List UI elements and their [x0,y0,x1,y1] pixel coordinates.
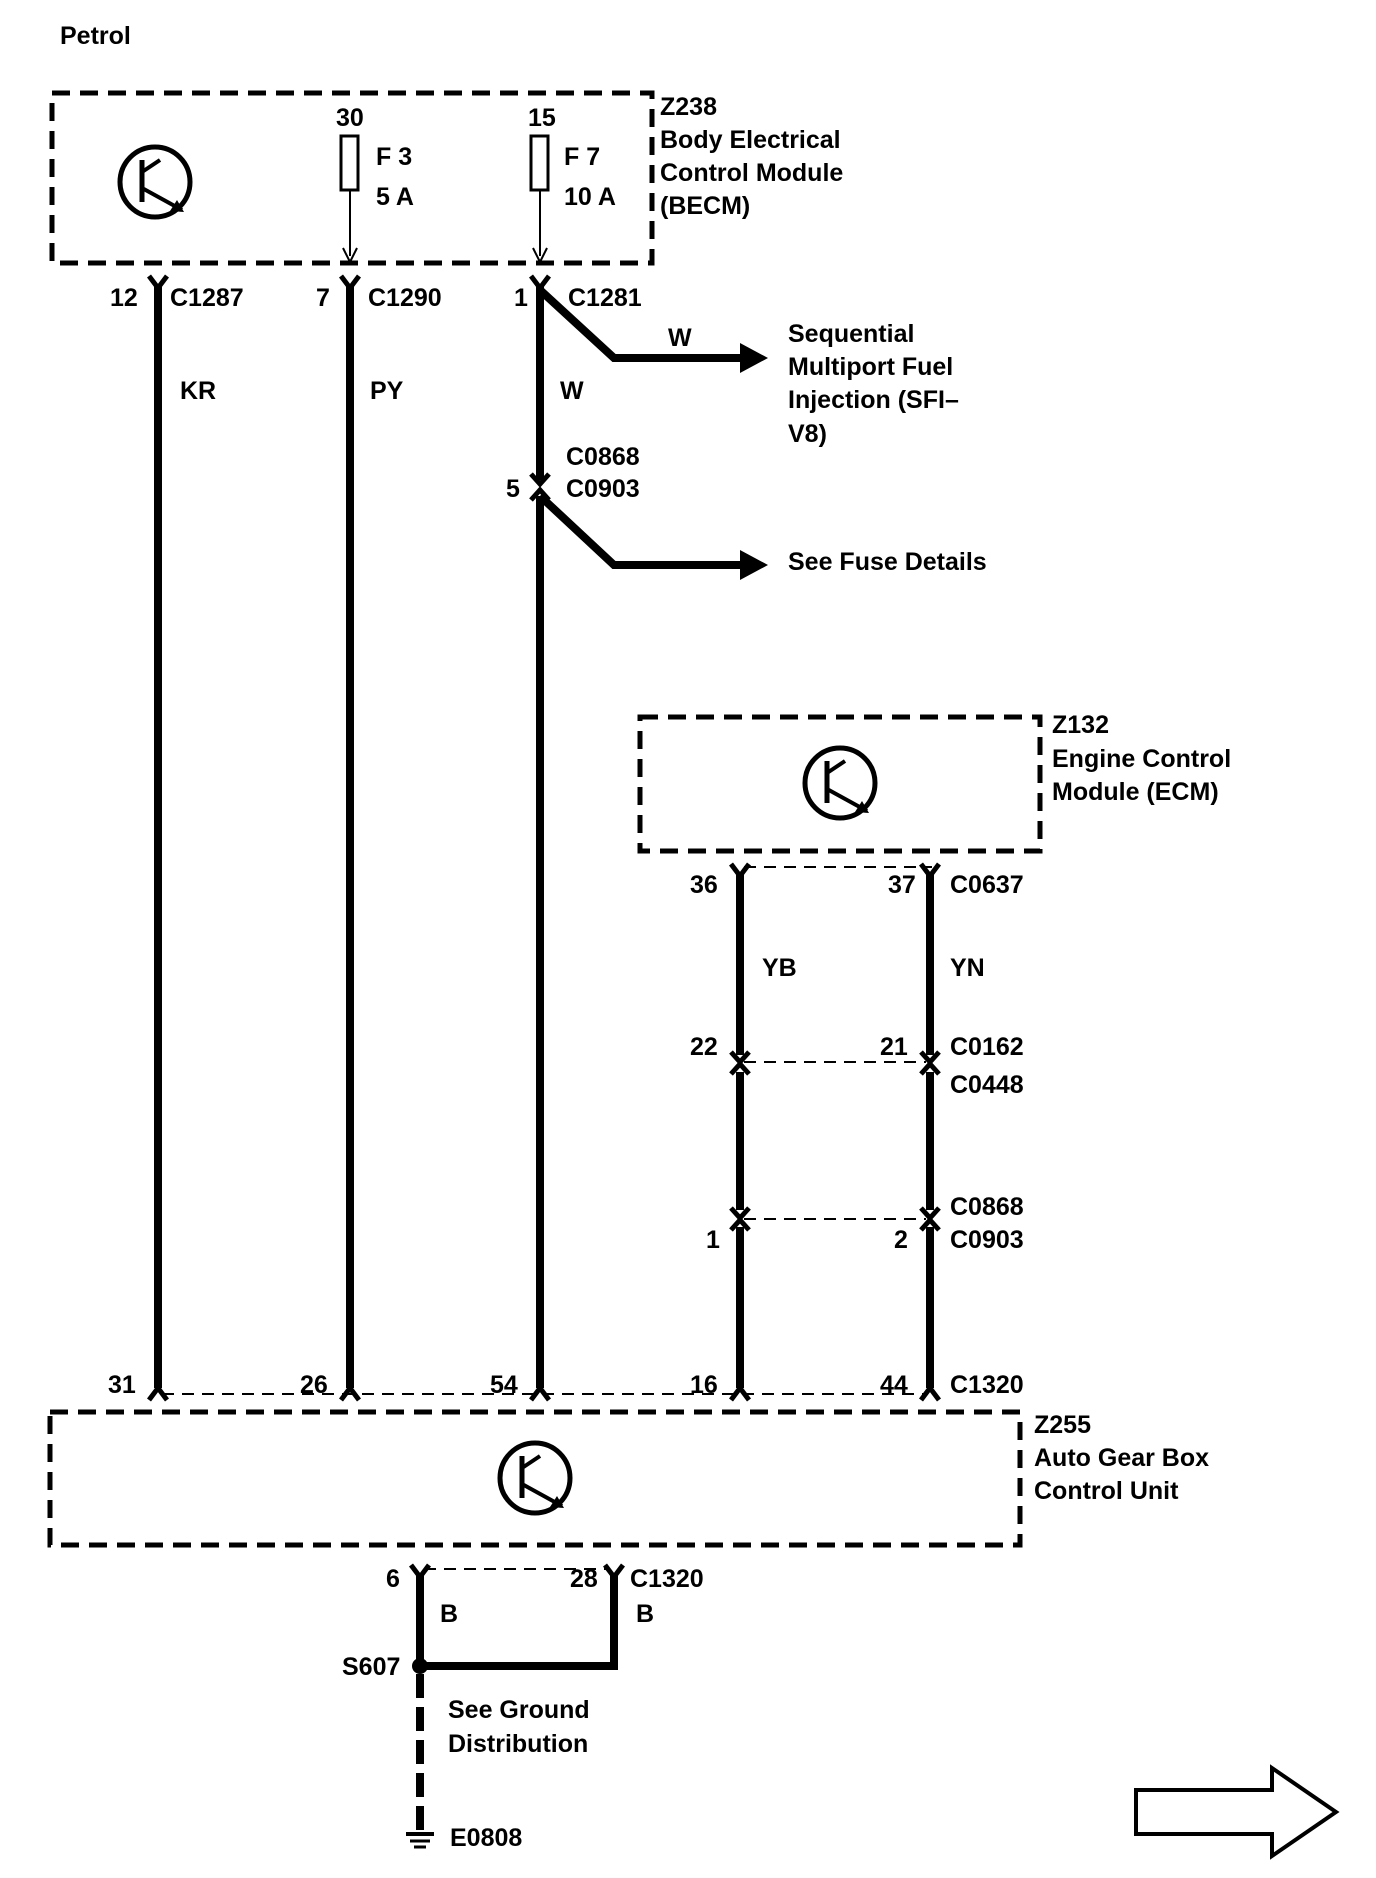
inline-connector-c0868: C0868 [566,443,640,471]
sfi-label-2: Multiport Fuel [788,353,953,381]
gearbox-pins: 31 26 54 16 44 C1320 [108,1371,1024,1402]
fuse-f3-symbol [339,134,360,192]
right-arrow-icon [740,343,768,373]
ecm-module-box [637,714,1043,854]
becm-module-name-2: Control Module [660,159,843,187]
gearbox-module-name-1: Auto Gear Box [1034,1444,1209,1472]
branch-sfi-wire-color: W [668,324,692,352]
inline-connector-c0903: C0903 [566,475,640,503]
gearbox-connector-c1320: C1320 [950,1371,1024,1399]
fuse-f7-rating: 10 A [564,183,616,211]
next-page-arrow[interactable] [1134,1764,1340,1860]
becm-module-name-3: (BECM) [660,192,750,220]
transistor-icon [497,1440,573,1516]
transistor-icon [802,745,878,821]
splice-dot [412,1658,428,1674]
ground-wire-color-left: B [440,1600,458,1628]
becm-module: Z238 Body Electrical Control Module (BEC… [49,90,843,266]
ecm-connector-c0637: C0637 [950,871,1024,899]
ecm-module-name-2: Module (ECM) [1052,778,1219,806]
wire-color-kr: KR [180,377,216,405]
becm-module-id: Z238 [660,93,717,121]
ecm-module: Z132 Engine Control Module (ECM) [637,711,1231,854]
gearbox-pin-54: 54 [490,1371,518,1399]
branch-sfi: W Sequential Multiport Fuel Injection (S… [537,287,959,448]
lower-pin-2: 2 [894,1226,908,1254]
fuse-f3-name: F 3 [376,143,412,171]
gearbox-pin-44: 44 [880,1371,908,1399]
gearbox-module-name-2: Control Unit [1034,1477,1179,1505]
lower-connector-c0903: C0903 [950,1226,1024,1254]
transistor-icon [117,144,193,220]
fuse-f7-terminal: 15 [528,104,556,132]
ground-circuit: 6 28 C1320 B B S607 See Ground Distribut… [342,1563,704,1852]
inline-pin-5: 5 [506,475,520,503]
ground-pin-28: 28 [570,1565,598,1593]
ground-icon [406,1832,434,1849]
wire-kr: 12 C1287 KR [110,274,244,1388]
wire-py: 7 C1290 PY [316,274,442,1388]
gearbox-pin-16: 16 [690,1371,718,1399]
becm-pin-1: 1 [514,284,528,312]
becm-module-name-1: Body Electrical [660,126,841,154]
lower-pin-1: 1 [706,1226,720,1254]
becm-module-box [49,90,655,266]
right-arrow-icon[interactable] [1134,1764,1340,1860]
becm-pin-7: 7 [316,284,330,312]
ecm-pin-37: 37 [888,871,916,899]
becm-connector-c1290: C1290 [368,284,442,312]
wire-color-yn: YN [950,954,985,982]
ecm-module-id: Z132 [1052,711,1109,739]
gearbox-module-id: Z255 [1034,1411,1091,1439]
wire-color-py: PY [370,377,404,405]
gearbox-module: Z255 Auto Gear Box Control Unit [47,1409,1209,1548]
ecm-wiring: 36 37 C0637 YB YN 22 21 C0162 C0448 1 2 … [690,862,1024,1388]
fuse-f3-rating: 5 A [376,183,414,211]
splice-s607: S607 [342,1653,400,1681]
fuse-f3-terminal: 30 [336,104,364,132]
ground-wire-color-right: B [636,1600,654,1628]
ecm-pin-36: 36 [690,871,718,899]
wire-color-yb: YB [762,954,797,982]
ground-distribution-label-1: See Ground [448,1696,590,1724]
ground-point-e0808: E0808 [450,1824,522,1852]
gearbox-pin-31: 31 [108,1371,136,1399]
lower-connector-c0868: C0868 [950,1193,1024,1221]
fuse-f7: 15 F 7 10 A [528,104,616,265]
mid-connector-c0162: C0162 [950,1033,1024,1061]
branch-fuse-details: See Fuse Details [537,493,987,580]
wire-w: 1 C1281 W 5 C0868 C0903 [506,274,642,1388]
ground-distribution-label-2: Distribution [448,1730,588,1758]
fuse-f7-symbol [529,134,550,192]
becm-pin-12: 12 [110,284,138,312]
mid-pin-22: 22 [690,1033,718,1061]
becm-connector-c1281: C1281 [568,284,642,312]
mid-connector-c0448: C0448 [950,1071,1024,1099]
sfi-label-3: Injection (SFI– [788,386,959,414]
ground-pin-6: 6 [386,1565,400,1593]
sfi-label-1: Sequential [788,320,914,348]
diagram-title: Petrol [60,22,131,50]
sfi-label-4: V8) [788,420,827,448]
fuse-f7-name: F 7 [564,143,600,171]
mid-pin-21: 21 [880,1033,908,1061]
gearbox-module-box [47,1409,1023,1548]
wire-color-w: W [560,377,584,405]
gearbox-pin-26: 26 [300,1371,328,1399]
ground-connector-c1320: C1320 [630,1565,704,1593]
fuse-f3: 30 F 3 5 A [336,104,414,265]
ecm-module-name-1: Engine Control [1052,745,1231,773]
becm-connector-c1287: C1287 [170,284,244,312]
fuse-details-label: See Fuse Details [788,548,987,576]
right-arrow-icon [740,550,768,580]
